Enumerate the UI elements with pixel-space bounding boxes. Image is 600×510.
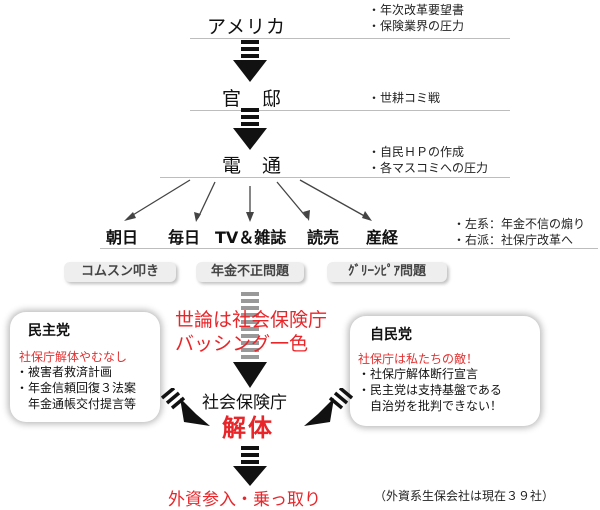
down-arrow-icon: [233, 40, 267, 82]
dpj-point-1: ・被害者救済計画: [16, 365, 113, 379]
ldp-stance: 社保庁は私たちの敵！: [358, 352, 479, 366]
issue-pension-fraud: 年金不正問題: [196, 262, 304, 282]
rule-america: [190, 38, 510, 39]
media-sankei: 産経: [366, 228, 399, 247]
ldp-point-3: 自治労を批判できない！: [358, 399, 503, 413]
ldp-name: 自民党: [370, 327, 412, 343]
stage-kantei: 官 邸: [222, 88, 283, 110]
dpj-point-2: ・年金信頼回復３法案: [16, 381, 137, 395]
dpj-box: 民主党 社保庁解体やむなし ・被害者救済計画 ・年金信頼回復３法案 年金通帳交付…: [10, 312, 160, 422]
note-kantei-line-1: ・世耕コミ戦: [368, 91, 441, 105]
rule-kantei: [190, 110, 510, 111]
dpj-name: 民主党: [28, 323, 70, 339]
note-media-line-1: ・左系：年金不信の煽り: [453, 217, 586, 231]
stage-takeover: 外資参入・乗っ取り: [168, 490, 321, 510]
note-america-line-1: ・年次改革要望書: [368, 3, 465, 17]
rule-dentsu: [160, 177, 510, 178]
note-media: ・左系：年金不信の煽り ・右派：社保庁改革へ: [453, 216, 585, 248]
note-kantei: ・世耕コミ戦: [368, 90, 440, 106]
down-arrow-icon: [233, 446, 267, 486]
ldp-box: 自民党 社保庁は私たちの敵！ ・社保庁解体断行宣言 ・民主党は支持基盤である 自…: [350, 316, 540, 426]
ldp-point-2: ・民主党は支持基盤である: [358, 383, 502, 397]
ldp-points: ・社保庁解体断行宣言 ・民主党は支持基盤である 自治労を批判できない！: [358, 366, 502, 414]
note-takeover: （外資系生保会社は現在３９社）: [374, 489, 555, 503]
note-america: ・年次改革要望書 ・保険業界の圧力: [368, 2, 464, 34]
stage-agency: 社会保険庁: [202, 393, 287, 413]
ldp-point-1: ・社保庁解体断行宣言: [358, 367, 479, 381]
down-arrow-icon: [233, 108, 267, 150]
dpj-stance: 社保庁解体やむなし: [19, 350, 128, 364]
note-dentsu: ・自民ＨＰの作成 ・各マスコミへの圧力: [368, 144, 488, 176]
public-opinion-line-1: 世論は社会保険庁: [175, 309, 328, 331]
media-asahi: 朝日: [106, 228, 139, 247]
media-tv-magazines: TV＆雑誌: [215, 228, 287, 247]
diagonal-arrow-icon: [304, 388, 354, 426]
public-opinion-line-2: バッシング一色: [175, 333, 309, 355]
dpj-points: ・被害者救済計画 ・年金信頼回復３法案 年金通帳交付提言等: [16, 364, 136, 412]
diagonal-arrow-icon: [160, 388, 210, 426]
issue-comsn: コムスン叩き: [64, 262, 176, 282]
note-dentsu-line-2: ・各マスコミへの圧力: [368, 161, 489, 175]
stage-dentsu: 電 通: [222, 155, 283, 177]
stage-america: アメリカ: [207, 16, 287, 38]
note-america-line-2: ・保険業界の圧力: [368, 19, 465, 33]
fanout-arrows: [124, 179, 372, 222]
note-dentsu-line-1: ・自民ＨＰの作成: [368, 145, 465, 159]
rule-media: [100, 248, 598, 249]
dpj-point-3: 年金通帳交付提言等: [16, 397, 137, 411]
down-arrow-icon: [233, 292, 267, 388]
note-media-line-2: ・右派：社保庁改革へ: [453, 233, 574, 247]
public-opinion: 世論は社会保険庁 バッシング一色: [175, 308, 327, 356]
stage-dismantle: 解体: [222, 414, 274, 442]
media-mainichi: 毎日: [168, 228, 201, 247]
issue-greenpia: ｸﾞﾘｰﾝﾋﾟｱ問題: [327, 262, 447, 282]
media-yomiuri: 読売: [307, 228, 340, 247]
